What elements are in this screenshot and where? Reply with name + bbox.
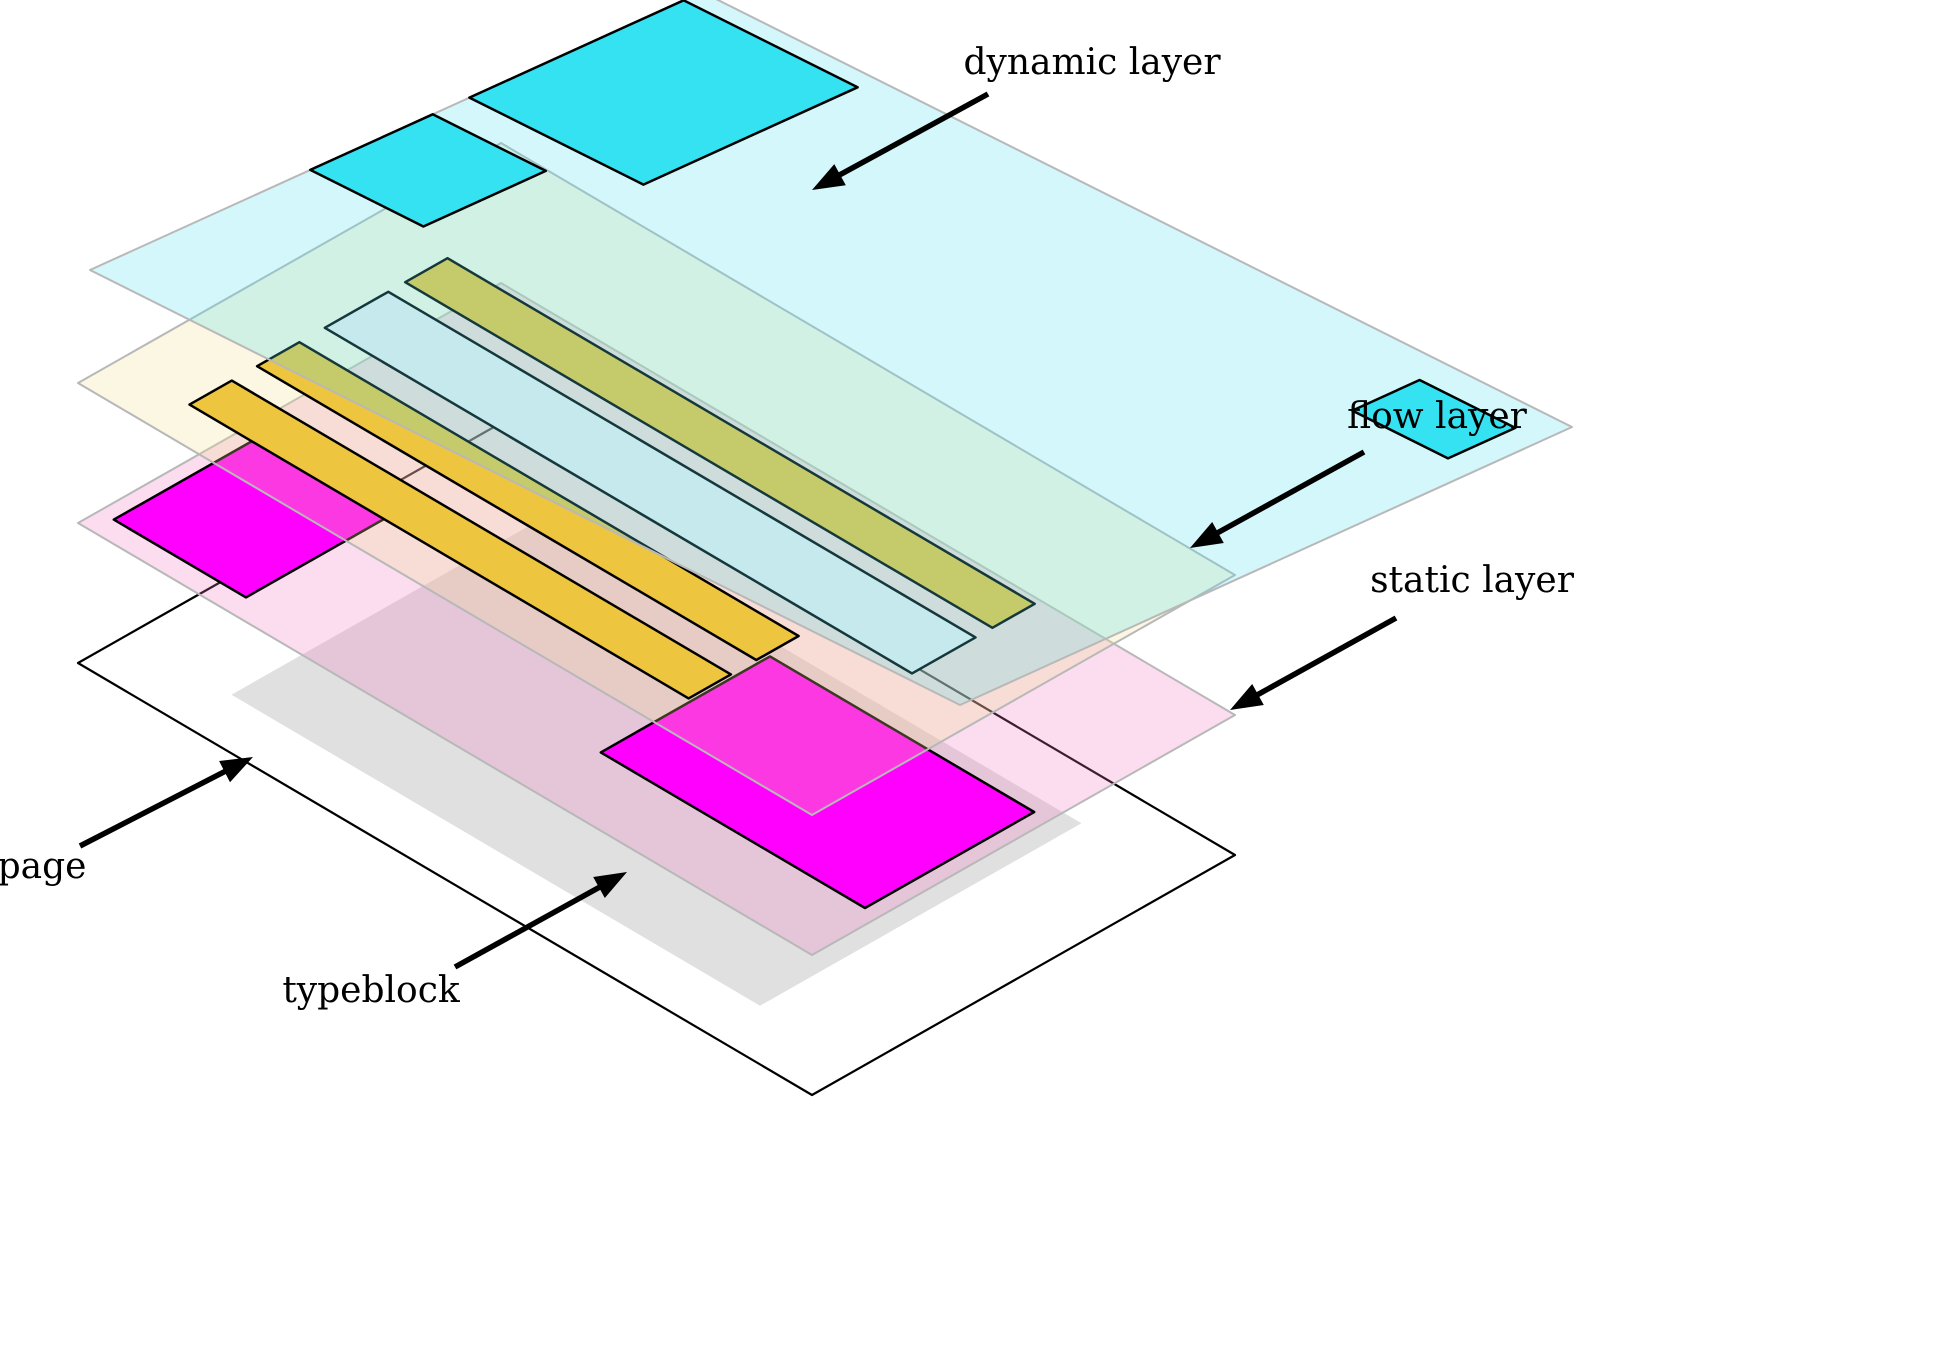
dynamic-layer-arrow-head [812, 164, 846, 190]
flow-layer-group [77, 142, 1236, 816]
page-arrow [78, 757, 253, 849]
dynamic-layer-arrow-shaft [835, 91, 990, 180]
static-layer-arrow [1230, 615, 1398, 710]
static-layer-label: static layer [1370, 560, 1575, 601]
page-label: page [0, 846, 86, 887]
dynamic-layer-label: dynamic layer [963, 42, 1221, 83]
typeblock-arrow-shaft [453, 883, 604, 970]
typeblock-arrow-head [593, 872, 627, 898]
dynamic-layer-group [89, 0, 1573, 706]
footer-block [599, 655, 1036, 910]
flow-layer-arrow-head [1190, 522, 1224, 548]
dynamic-block-3 [1351, 378, 1517, 460]
page-arrow-head [219, 757, 253, 783]
dynamic-layer-arrow [812, 91, 990, 190]
text-line-1 [403, 256, 1036, 630]
text-line-3 [188, 379, 733, 700]
float-block [323, 290, 977, 675]
flow-layer-arrow [1190, 449, 1366, 548]
dynamic-block-2 [468, 0, 859, 186]
static-layer-arrow-head [1230, 684, 1264, 710]
flow-layer-arrow-shaft [1213, 449, 1366, 537]
dynamic-block-1 [309, 113, 548, 228]
typeblock-label: typeblock [282, 970, 461, 1011]
flow-layer-label: flow layer [1347, 396, 1528, 437]
static-layer-arrow-shaft [1253, 615, 1398, 699]
typeblock-arrow [453, 872, 627, 970]
page-arrow-shaft [78, 767, 230, 849]
